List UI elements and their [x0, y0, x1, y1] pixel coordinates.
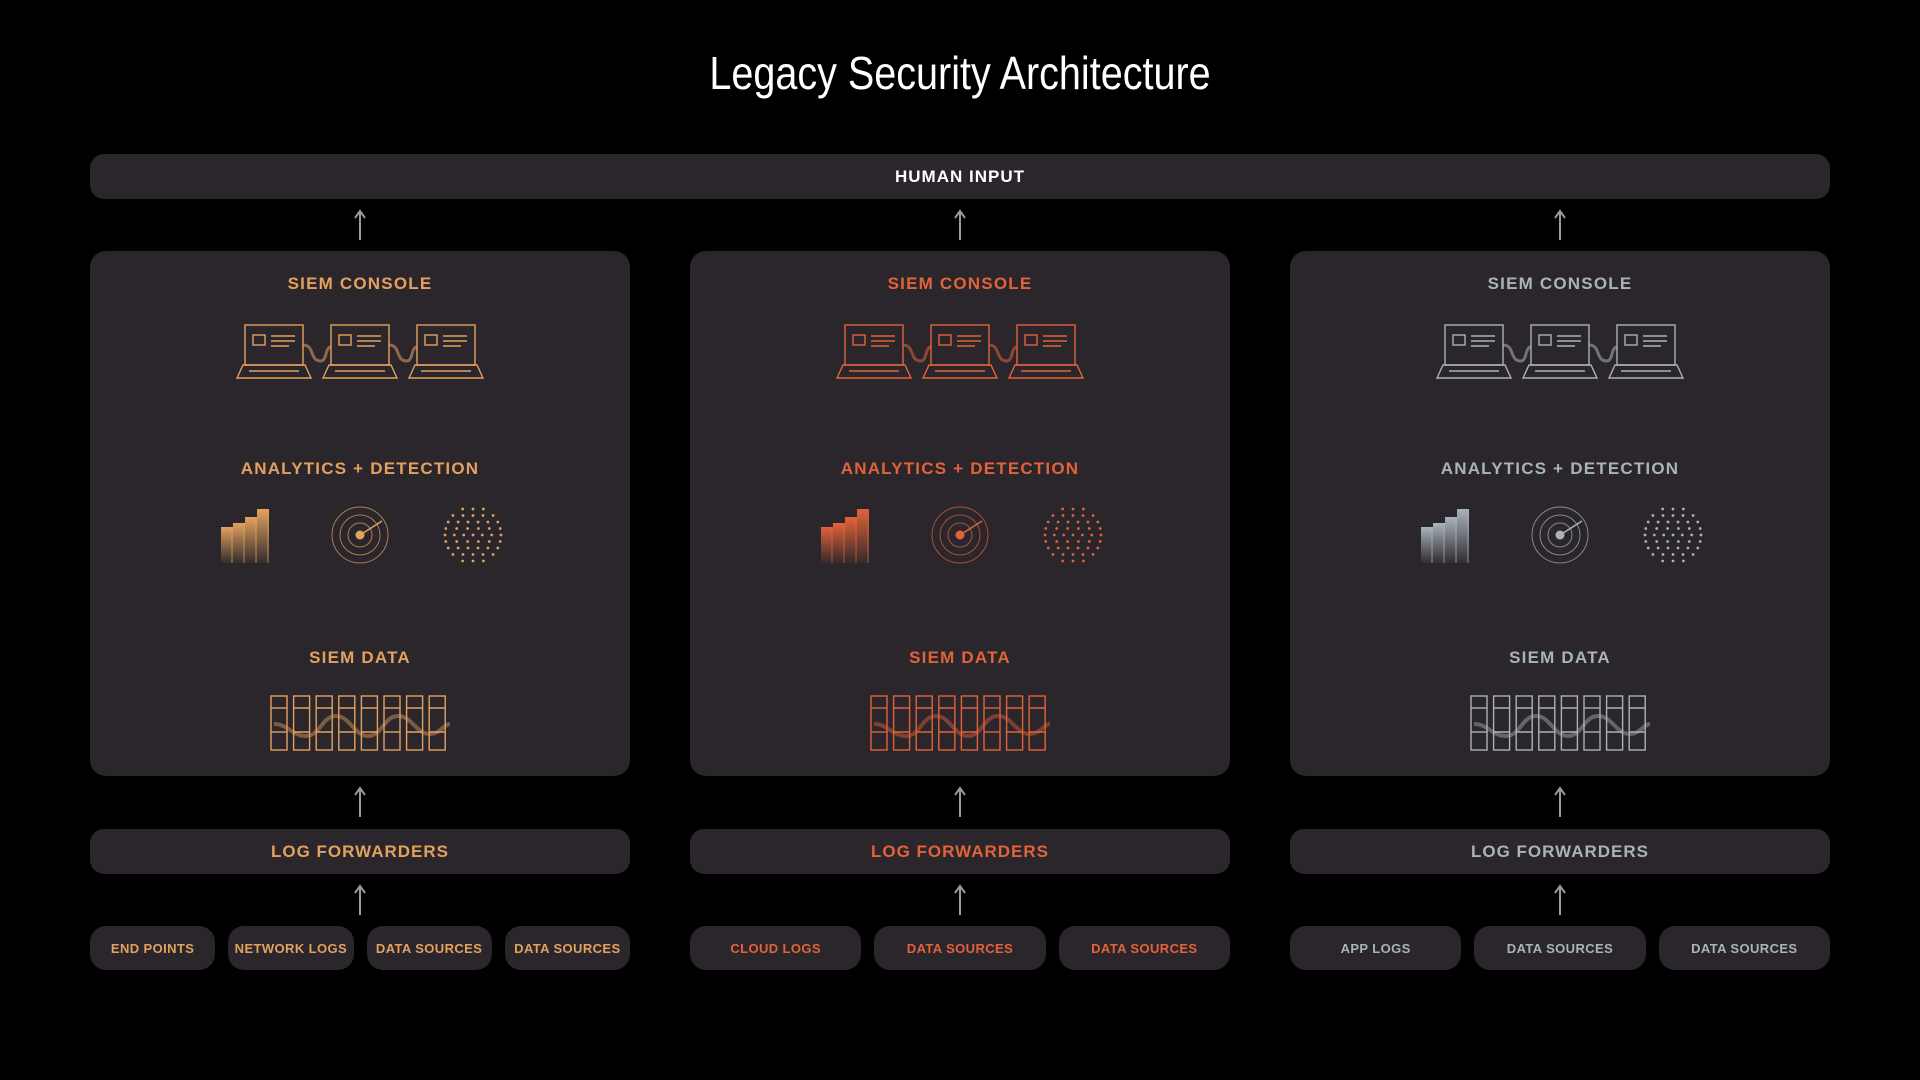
- log-source-pill: DATA SOURCES: [366, 926, 492, 970]
- laptop-icon: [1435, 323, 1685, 383]
- dot-sphere-icon: [1043, 505, 1103, 570]
- arrow-up-icon: [690, 209, 1230, 243]
- log-forwarders-bar: LOG FORWARDERS: [690, 829, 1230, 874]
- log-forwarders-bar: LOG FORWARDERS: [90, 829, 630, 874]
- dot-sphere-icon: [1643, 505, 1703, 570]
- analytics-icons: [1415, 505, 1705, 565]
- siem-column-3: SIEM CONSOLE ANALYTICS + DETECTION SIEM DA…: [1290, 0, 1830, 1080]
- radar-icon: [1530, 505, 1590, 570]
- laptop-icon: [235, 323, 485, 383]
- bar-chart-icon: [215, 505, 275, 570]
- siem-data-label: SIEM DATA: [309, 648, 411, 667]
- siem-column-2: SIEM CONSOLE ANALYTICS + DETECTION SIEM DA…: [690, 0, 1230, 1080]
- log-forwarders-bar: LOG FORWARDERS: [1290, 829, 1830, 874]
- log-source-pill: APP LOGS: [1290, 926, 1462, 970]
- radar-icon: [330, 505, 390, 570]
- log-source-pill: CLOUD LOGS: [690, 926, 862, 970]
- siem-panel: SIEM CONSOLE ANALYTICS + DETECTION SIEM DA…: [690, 251, 1230, 776]
- log-source-pill: END POINTS: [90, 926, 216, 970]
- data-blocks-icon: [1470, 694, 1652, 752]
- log-source-pill: DATA SOURCES: [504, 926, 630, 970]
- page-title: Legacy Security Architecture: [709, 47, 1211, 99]
- siem-data-label: SIEM DATA: [1509, 648, 1611, 667]
- siem-panel: SIEM CONSOLE ANALYTICS + DETECTION SIEM DA…: [90, 251, 630, 776]
- laptop-icon: [835, 323, 1085, 383]
- siem-console-label: SIEM CONSOLE: [287, 274, 433, 293]
- log-source-pill: NETWORK LOGS: [228, 926, 354, 970]
- log-source-pill: DATA SOURCES: [1058, 926, 1230, 970]
- log-source-pill: DATA SOURCES: [1474, 926, 1646, 970]
- log-sources: CLOUD LOGS DATA SOURCES DATA SOURCES: [690, 926, 1230, 970]
- arrow-up-icon: [690, 786, 1230, 820]
- data-blocks-icon: [870, 694, 1052, 752]
- arrow-up-icon: [90, 209, 630, 243]
- radar-icon: [930, 505, 990, 570]
- arrow-up-icon: [690, 884, 1230, 918]
- arrow-up-icon: [1290, 884, 1830, 918]
- analytics-icons: [815, 505, 1105, 565]
- siem-console-label: SIEM CONSOLE: [887, 274, 1033, 293]
- bar-chart-icon: [815, 505, 875, 570]
- data-blocks-icon: [270, 694, 452, 752]
- siem-panel: SIEM CONSOLE ANALYTICS + DETECTION SIEM DA…: [1290, 251, 1830, 776]
- bar-chart-icon: [1415, 505, 1475, 570]
- analytics-detection-label: ANALYTICS + DETECTION: [240, 459, 480, 478]
- analytics-icons: [215, 505, 505, 565]
- arrow-up-icon: [90, 786, 630, 820]
- arrow-up-icon: [1290, 786, 1830, 820]
- analytics-detection-label: ANALYTICS + DETECTION: [840, 459, 1080, 478]
- log-source-pill: DATA SOURCES: [874, 926, 1046, 970]
- arrow-up-icon: [1290, 209, 1830, 243]
- siem-data-label: SIEM DATA: [909, 648, 1011, 667]
- log-source-pill: DATA SOURCES: [1658, 926, 1830, 970]
- analytics-detection-label: ANALYTICS + DETECTION: [1440, 459, 1680, 478]
- log-sources: END POINTS NETWORK LOGS DATA SOURCES DATA S…: [90, 926, 630, 970]
- human-input-bar: HUMAN INPUT: [90, 154, 1830, 199]
- arrow-up-icon: [90, 884, 630, 918]
- log-sources: APP LOGS DATA SOURCES DATA SOURCES: [1290, 926, 1830, 970]
- dot-sphere-icon: [443, 505, 503, 570]
- siem-column-1: SIEM CONSOLE ANALYTICS + DETECTION SIEM DA…: [90, 0, 630, 1080]
- siem-console-label: SIEM CONSOLE: [1487, 274, 1633, 293]
